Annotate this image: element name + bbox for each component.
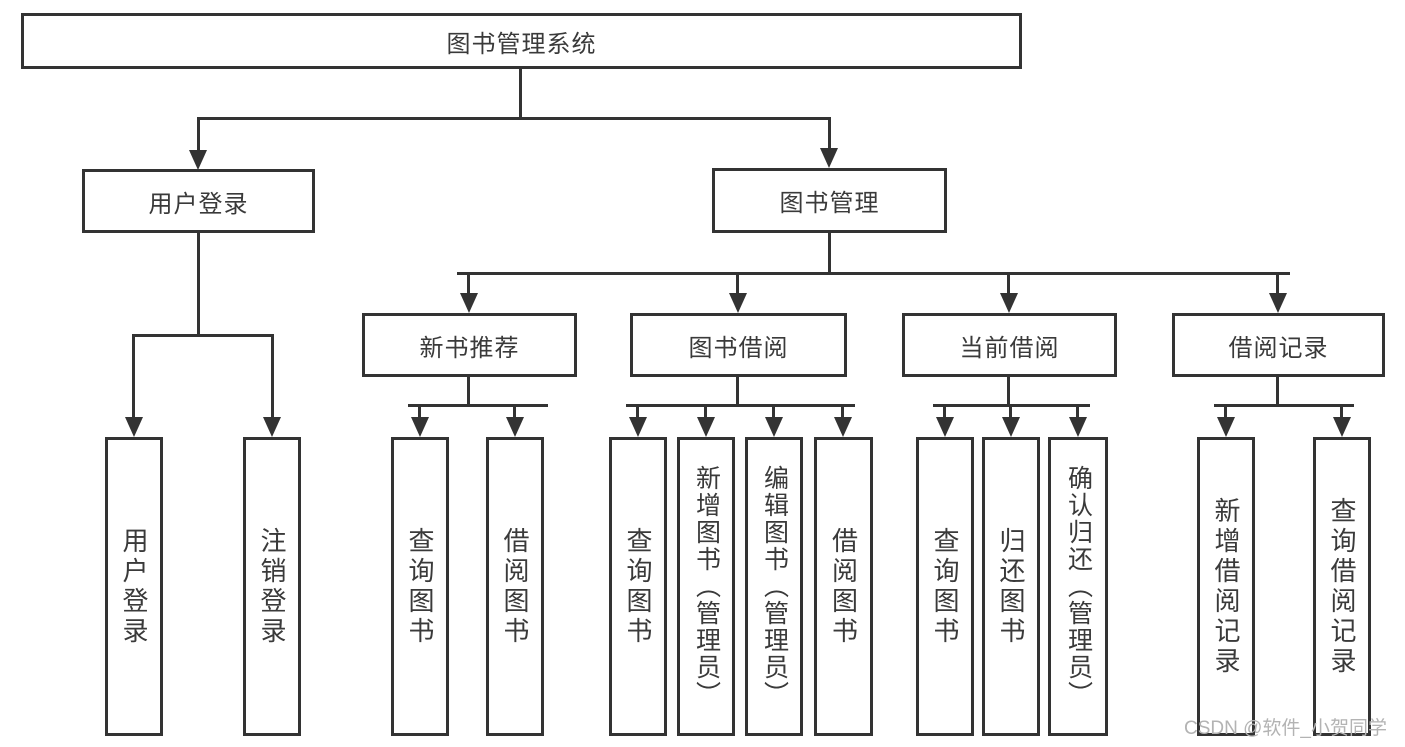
connector-line-v <box>418 404 421 419</box>
node-borrowing-records: 借阅记录 <box>1172 313 1385 377</box>
connector-line-v <box>1224 404 1227 419</box>
node-label: 图书借阅 <box>688 334 789 362</box>
connector-line-h <box>626 404 855 407</box>
node-label: 查询图书 <box>623 526 653 647</box>
leaf-borrow-books: 借阅图书 <box>814 437 873 736</box>
connector-line-v <box>467 377 470 406</box>
node-library-management-system: 图书管理系统 <box>21 13 1022 69</box>
connector-line-v <box>271 334 274 419</box>
leaf-query-books-borrowing: 查询图书 <box>609 437 667 736</box>
arrowhead <box>1002 417 1020 437</box>
connector-line-v <box>636 404 639 419</box>
connector-line-v <box>943 404 946 419</box>
connector-line-v <box>736 377 739 406</box>
node-label: 借阅图书 <box>828 526 859 647</box>
arrowhead <box>1333 417 1351 437</box>
node-label: 用户登录 <box>148 190 249 218</box>
connector-line-v <box>772 404 775 419</box>
node-user-login: 用户登录 <box>82 169 315 233</box>
leaf-query-books-recommend: 查询图书 <box>391 437 449 736</box>
node-label: 新增图书（管理员） <box>692 465 721 708</box>
connector-line-v <box>828 117 831 150</box>
node-label: 新书推荐 <box>419 334 520 362</box>
arrowhead <box>629 417 647 437</box>
node-label: 注销登录 <box>257 526 287 647</box>
connector-line-h <box>457 272 1290 275</box>
arrowhead <box>765 417 783 437</box>
connector-line-h <box>1214 404 1354 407</box>
leaf-return-book: 归还图书 <box>982 437 1040 736</box>
connector-line-v <box>132 334 135 419</box>
csdn-watermark: CSDN @软件_小贺同学 <box>1184 718 1387 739</box>
connector-line-v <box>1076 404 1079 419</box>
leaf-logout: 注销登录 <box>243 437 301 736</box>
arrowhead <box>125 417 143 437</box>
node-current-borrowing: 当前借阅 <box>902 313 1117 377</box>
node-label: 当前借阅 <box>959 334 1060 362</box>
arrowhead <box>263 417 281 437</box>
connector-line-h <box>408 404 548 407</box>
node-label: 图书管理 <box>779 190 880 217</box>
node-new-book-recommend: 新书推荐 <box>362 313 577 377</box>
node-label: 借阅图书 <box>500 526 530 647</box>
leaf-confirm-return-admin: 确认归还（管理员） <box>1048 437 1108 736</box>
node-label: 用户登录 <box>119 526 149 647</box>
arrowhead <box>1069 417 1087 437</box>
node-label: 查询图书 <box>930 526 960 647</box>
arrowhead <box>1269 293 1287 313</box>
arrowhead <box>189 150 207 170</box>
connector-line-v <box>1276 377 1279 406</box>
leaf-add-book-admin: 新增图书（管理员） <box>677 437 735 736</box>
node-label: 确认归还（管理员） <box>1064 465 1093 708</box>
leaf-edit-book-admin: 编辑图书（管理员） <box>745 437 803 736</box>
node-label: 图书管理系统 <box>446 30 597 58</box>
leaf-borrow-books-recommend: 借阅图书 <box>486 437 544 736</box>
connector-line-v <box>1009 404 1012 419</box>
connector-line-h <box>197 117 831 120</box>
connector-line-v <box>704 404 707 419</box>
connector-line-v <box>1276 272 1279 295</box>
node-label: 归还图书 <box>996 526 1026 647</box>
connector-line-v <box>519 69 522 119</box>
arrowhead <box>936 417 954 437</box>
node-label: 编辑图书（管理员） <box>760 465 789 708</box>
leaf-query-borrow-record: 查询借阅记录 <box>1313 437 1371 736</box>
connector-line-v <box>1007 272 1010 295</box>
arrowhead <box>834 417 852 437</box>
connector-line-v <box>1007 377 1010 406</box>
arrowhead <box>729 293 747 313</box>
connector-line-h <box>132 334 274 337</box>
arrowhead <box>1217 417 1235 437</box>
connector-line-v <box>197 117 200 152</box>
node-label: 查询图书 <box>405 526 435 647</box>
node-label: 查询借阅记录 <box>1327 496 1357 677</box>
connector-line-v <box>467 272 470 295</box>
leaf-query-books-current: 查询图书 <box>916 437 974 736</box>
connector-line-v <box>197 233 200 336</box>
node-label: 新增借阅记录 <box>1211 496 1241 677</box>
connector-line-v <box>736 272 739 295</box>
arrowhead <box>697 417 715 437</box>
leaf-user-login: 用户登录 <box>105 437 163 736</box>
arrowhead <box>1000 293 1018 313</box>
connector-line-v <box>841 404 844 419</box>
connector-line-v <box>513 404 516 419</box>
arrowhead <box>411 417 429 437</box>
arrowhead <box>820 148 838 168</box>
node-label: 借阅记录 <box>1228 334 1329 362</box>
arrowhead <box>506 417 524 437</box>
connector-line-v <box>828 233 831 274</box>
leaf-add-borrow-record: 新增借阅记录 <box>1197 437 1255 736</box>
node-book-management: 图书管理 <box>712 168 947 233</box>
arrowhead <box>460 293 478 313</box>
connector-line-v <box>1340 404 1343 419</box>
node-book-borrowing: 图书借阅 <box>630 313 847 377</box>
